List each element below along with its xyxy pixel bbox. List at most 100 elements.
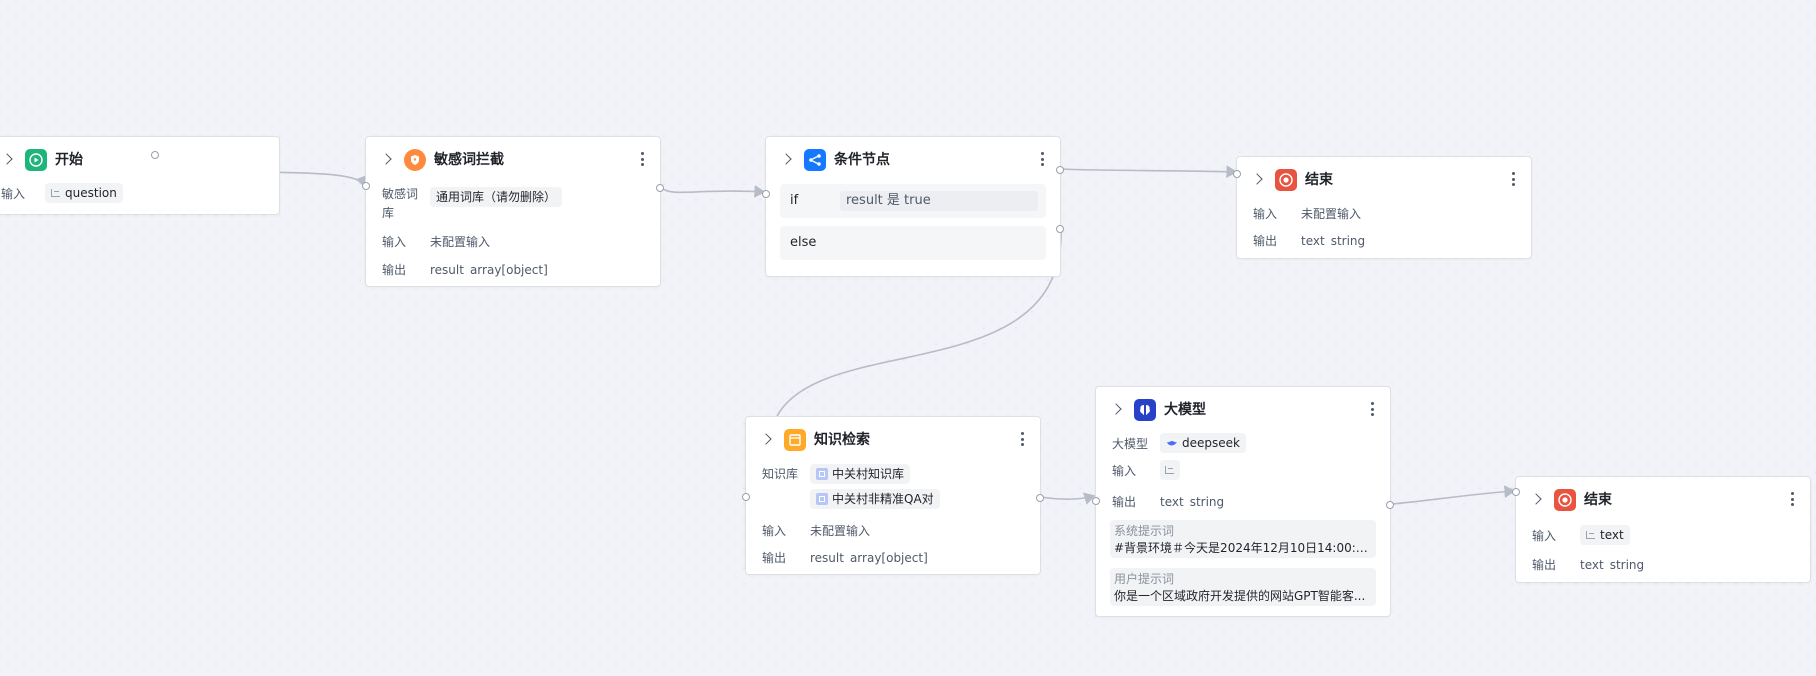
more-vertical-icon[interactable]: [1790, 492, 1794, 508]
output-type: array[object]: [849, 551, 928, 565]
node-header: 开始: [0, 137, 279, 183]
input-port[interactable]: [1233, 170, 1241, 178]
chevron-right-icon[interactable]: [780, 151, 794, 169]
input-label: 输入: [762, 524, 787, 538]
node-condition[interactable]: 条件节点 if result 是 true else: [762, 136, 1064, 277]
node-title: 大模型: [1164, 402, 1206, 418]
chevron-right-icon[interactable]: [1110, 401, 1124, 419]
knowledge-base-name: 中关村知识库: [832, 467, 905, 481]
output-value: text string: [1301, 232, 1365, 250]
variable-chip[interactable]: text: [1580, 525, 1630, 545]
output-type: array[object]: [469, 263, 548, 277]
output-label: 输出: [1253, 234, 1278, 248]
input-value: 未配置输入: [1301, 207, 1362, 221]
node-header: 结束: [1516, 477, 1810, 523]
more-vertical-icon[interactable]: [640, 152, 644, 168]
shield-icon: [404, 149, 426, 171]
node-title: 知识检索: [814, 432, 870, 448]
edge-llm-to-end2[interactable]: [1390, 485, 1516, 505]
input-value: 未配置输入: [430, 235, 491, 249]
input-port[interactable]: [742, 493, 750, 501]
input-label: 输入: [1112, 464, 1137, 478]
knowledge-base-chip[interactable]: 中关村知识库: [810, 464, 911, 484]
if-branch[interactable]: if result 是 true: [780, 184, 1046, 218]
edge-condition-to-end1[interactable]: [1060, 165, 1238, 179]
output-label: 输出: [382, 263, 407, 277]
variable-chip[interactable]: [1160, 460, 1180, 480]
output-type: string: [1189, 495, 1225, 509]
edge-sensitive-to-condition[interactable]: [660, 185, 766, 198]
variable-chip[interactable]: question: [45, 183, 123, 203]
input-port[interactable]: [1512, 488, 1520, 496]
input-value: question: [45, 183, 123, 203]
input-label: 输入: [1253, 207, 1278, 221]
node-start[interactable]: 开始 输入 question: [0, 136, 280, 215]
output-port[interactable]: [151, 151, 159, 159]
more-vertical-icon[interactable]: [1370, 402, 1374, 418]
node-end-1[interactable]: 结束 输入 未配置输入 输出 text string: [1233, 156, 1532, 259]
output-label: 输出: [1532, 558, 1557, 572]
output-type: string: [1330, 234, 1366, 248]
else-keyword: else: [790, 235, 817, 250]
knowledge-base-label: 知识库: [762, 467, 799, 481]
system-prompt-box[interactable]: 系统提示词 #背景环境＃今天是2024年12月10日14:00:00...: [1110, 520, 1376, 558]
library-value: 通用词库（请勿删除）: [430, 187, 563, 207]
branch-icon: [804, 149, 826, 171]
knowledge-base-list: 中关村知识库 中关村非精准QA对: [810, 464, 940, 509]
node-title: 开始: [55, 152, 83, 168]
play-circle-icon: [25, 149, 47, 171]
variable-icon: [51, 188, 61, 198]
input-value: [1160, 460, 1180, 480]
input-port[interactable]: [762, 190, 770, 198]
output-name: text: [1580, 558, 1604, 572]
stop-icon: [1554, 489, 1576, 511]
input-port[interactable]: [362, 182, 370, 190]
user-prompt-text: 你是一个区域政府开发提供的网站GPT智能客...: [1114, 589, 1366, 603]
more-vertical-icon[interactable]: [1040, 152, 1044, 168]
node-header: 结束: [1237, 157, 1531, 203]
chevron-right-icon[interactable]: [1251, 171, 1265, 189]
node-header: 大模型: [1096, 387, 1390, 433]
output-name: text: [1301, 234, 1325, 248]
edge-knowledge-to-llm[interactable]: [1040, 492, 1096, 505]
node-title: 敏感词拦截: [434, 152, 504, 168]
node-knowledge-retrieval[interactable]: 知识检索 知识库 中关村知识库 中关村非精准QA对 输入 未配置输入 输出 re…: [742, 416, 1044, 575]
variable-name: question: [65, 186, 117, 200]
more-vertical-icon[interactable]: [1511, 172, 1515, 188]
if-expression: result 是 true: [840, 191, 1038, 211]
if-output-port[interactable]: [1056, 166, 1064, 174]
output-port[interactable]: [1036, 494, 1044, 502]
chevron-right-icon[interactable]: [1, 151, 15, 169]
node-title: 结束: [1584, 492, 1612, 508]
output-port[interactable]: [656, 184, 664, 192]
else-output-port[interactable]: [1056, 225, 1064, 233]
node-sensitive-filter[interactable]: 敏感词拦截 敏感词库 通用词库（请勿删除） 输入 未配置输入 输出 result…: [362, 136, 664, 287]
library-chip[interactable]: 通用词库（请勿删除）: [430, 187, 563, 207]
knowledge-base-name: 中关村非精准QA对: [832, 492, 934, 506]
input-label: 输入: [382, 235, 407, 249]
chevron-right-icon[interactable]: [1530, 491, 1544, 509]
model-chip[interactable]: deepseek: [1160, 433, 1246, 453]
output-port[interactable]: [1386, 501, 1394, 509]
whale-icon: [1166, 436, 1178, 446]
more-vertical-icon[interactable]: [1020, 432, 1024, 448]
user-prompt-box[interactable]: 用户提示词 你是一个区域政府开发提供的网站GPT智能客...: [1110, 568, 1376, 606]
input-label: 输入: [1, 187, 26, 201]
output-value: result array[object]: [810, 549, 928, 567]
knowledge-base-chip[interactable]: 中关村非精准QA对: [810, 489, 940, 509]
library-label: 敏感词库: [382, 187, 419, 220]
output-label: 输出: [1112, 495, 1137, 509]
model-label: 大模型: [1112, 437, 1149, 451]
input-value: text: [1580, 525, 1630, 545]
input-port[interactable]: [1092, 497, 1100, 505]
if-keyword: if: [790, 193, 799, 208]
output-name: result: [810, 551, 844, 565]
chevron-right-icon[interactable]: [760, 431, 774, 449]
model-value: deepseek: [1160, 433, 1246, 453]
else-branch[interactable]: else: [780, 226, 1046, 260]
chevron-right-icon[interactable]: [380, 151, 394, 169]
